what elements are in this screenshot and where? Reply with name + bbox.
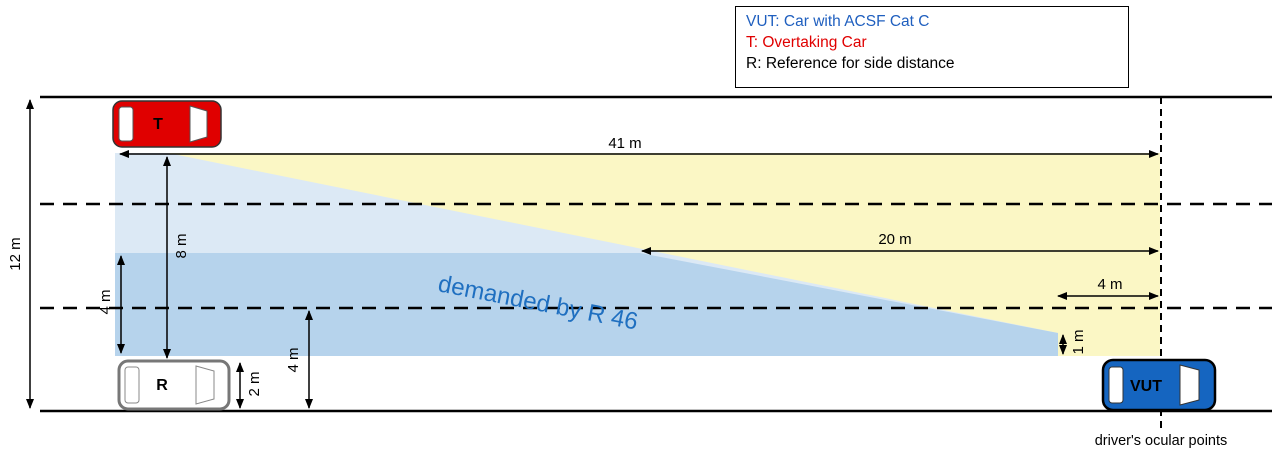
vut-car: VUT xyxy=(1101,358,1217,412)
label-2m: 2 m xyxy=(246,371,263,396)
demanded-zone xyxy=(115,253,1058,356)
label-41m: 41 m xyxy=(608,135,641,152)
overtaking-car-t: T xyxy=(112,100,222,148)
label-1m: 1 m xyxy=(1070,329,1087,354)
legend-vut-text: Car with ACSF Cat C xyxy=(783,13,930,30)
label-4m-horizontal: 4 m xyxy=(1097,276,1122,293)
legend-r-text: Reference for side distance xyxy=(765,55,955,72)
ocular-points-label: driver's ocular points xyxy=(1095,433,1228,449)
reference-car-r: R xyxy=(117,359,231,411)
legend-t-prefix: T: xyxy=(746,34,759,51)
label-20m: 20 m xyxy=(878,231,911,248)
legend-t: T: Overtaking Car xyxy=(746,32,1128,53)
car-r-label: R xyxy=(156,377,168,394)
car-vut-label: VUT xyxy=(1130,378,1162,395)
legend-t-text: Overtaking Car xyxy=(762,34,867,51)
legend: VUT: Car with ACSF Cat C T: Overtaking C… xyxy=(735,6,1129,88)
label-12m: 12 m xyxy=(7,237,24,270)
car-t-label: T xyxy=(153,116,163,133)
label-8m: 8 m xyxy=(173,233,190,258)
legend-vut: VUT: Car with ACSF Cat C xyxy=(746,11,1128,32)
legend-r: R: Reference for side distance xyxy=(746,53,1128,74)
legend-vut-prefix: VUT: xyxy=(746,13,780,30)
label-4m-center: 4 m xyxy=(285,347,302,372)
legend-r-prefix: R: xyxy=(746,55,762,72)
label-4m-left: 4 m xyxy=(97,289,114,314)
